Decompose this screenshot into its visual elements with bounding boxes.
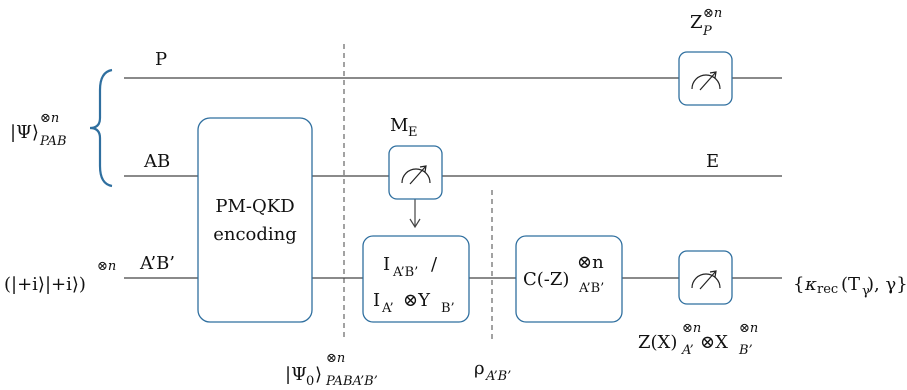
zx-main: Z(X) (638, 332, 677, 353)
ctrl-line2-otimes-y: ⊗Y (403, 290, 431, 311)
wire-label-apbp: A’B’ (139, 253, 175, 274)
controlled-iy-gate (362, 235, 470, 323)
measure-p-gate (678, 51, 733, 106)
zp-sub: P (702, 24, 712, 39)
psi0-sub: PABA’B’ (325, 374, 378, 389)
zp-main: Z (690, 12, 703, 33)
psi0-sub0: 0 (306, 374, 314, 389)
output-args: (T (841, 274, 860, 295)
zx-sup: ⊗n (682, 321, 701, 336)
output-kappa-sub: rec (817, 282, 838, 297)
zx-sub2: B’ (738, 343, 753, 358)
cz-main: C(-Z) (523, 269, 569, 290)
cz-sup: ⊗n (577, 252, 604, 273)
ctrl-line2-i-sub: A’ (381, 301, 394, 316)
rho-label: ρ (474, 358, 485, 379)
psi0-label: |Ψ (285, 364, 307, 385)
ctrl-line1-sub: A’B’ (392, 265, 418, 280)
input-psi-sup: ⊗n (40, 111, 59, 126)
meter-icon (691, 71, 721, 91)
input-psi: |Ψ⟩ (10, 122, 39, 143)
wire-label-p: P (155, 49, 167, 70)
input-brace (89, 68, 113, 188)
wire-label-ab: AB (143, 151, 170, 172)
pmqkd-label-line1: PM-QKD (215, 196, 294, 217)
input-plus: (|+i⟩|+i⟩) (4, 274, 86, 295)
measure-e-gate (388, 145, 443, 200)
input-plus-sup: ⊗n (97, 259, 116, 274)
zp-sup: ⊗n (703, 6, 722, 21)
pmqkd-encoding-gate (197, 117, 313, 323)
output-args-sub: γ (862, 284, 870, 299)
psi0-sup: ⊗n (326, 351, 345, 366)
output-tail: ), γ} (867, 274, 907, 295)
rho-sub: A’B’ (485, 369, 511, 384)
wire-label-e: E (706, 151, 719, 172)
psi0-close: ⟩ (315, 364, 322, 385)
zx-mid: ⊗X (700, 332, 728, 353)
ctrl-line2-y-sub: B’ (441, 301, 455, 316)
ctrl-line1-i: I (383, 254, 390, 275)
pmqkd-label-line2: encoding (213, 224, 297, 245)
control-arrow (409, 218, 421, 229)
cz-sub: A’B’ (578, 281, 604, 296)
measure-ab-gate (678, 250, 733, 305)
meter-icon (401, 165, 431, 185)
measure-e-sub: E (408, 125, 418, 140)
input-psi-sub: PAB (39, 134, 67, 149)
zx-sub: A’ (681, 343, 694, 358)
ctrl-line1-slash: / (431, 254, 438, 275)
ctrl-line2-i: I (373, 290, 380, 311)
meter-icon (691, 270, 721, 290)
measure-e-label: M (390, 115, 408, 136)
output-open: { (793, 274, 804, 295)
output-kappa: κ (804, 274, 817, 295)
controlled-minus-z-gate (515, 235, 623, 323)
zx-sup2: ⊗n (739, 321, 758, 336)
